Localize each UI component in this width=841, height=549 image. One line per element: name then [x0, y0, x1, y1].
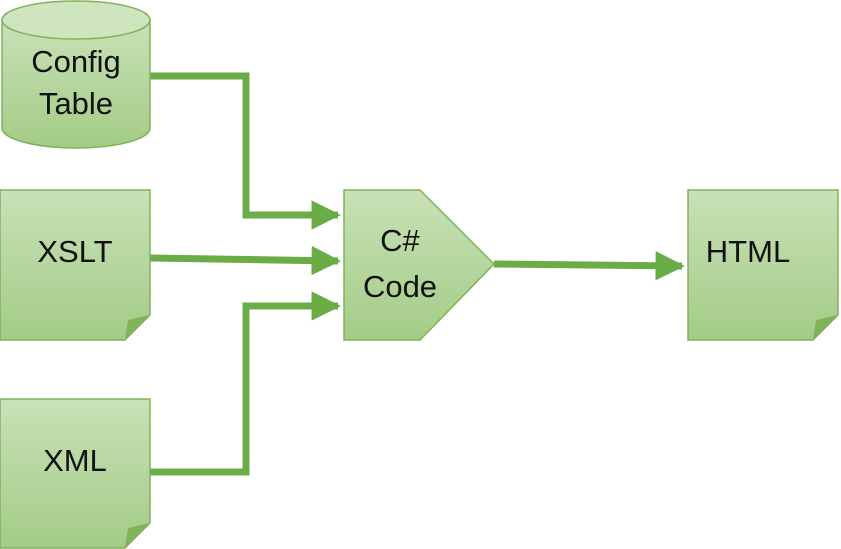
config-table-label-line1: Config	[31, 44, 121, 79]
config-table-label-line2: Table	[39, 86, 113, 121]
config-table-cylinder-top	[1, 0, 151, 40]
edge-code-to-html	[493, 251, 685, 281]
html-folded-corner	[813, 315, 838, 340]
csharp-code-label-line2: Code	[363, 269, 437, 304]
html-node: HTML	[687, 189, 839, 341]
config-table-cylinder-body	[1, 19, 151, 149]
xml-folded-corner	[125, 523, 150, 548]
csharp-code-node: C# Code	[343, 189, 496, 341]
edge-xslt-to-code	[149, 245, 341, 276]
xslt-label: XSLT	[37, 234, 112, 269]
csharp-code-pentagon	[343, 189, 496, 341]
xml-node: XML	[0, 398, 151, 549]
html-label: HTML	[706, 234, 790, 269]
xslt-folded-corner	[125, 315, 150, 340]
csharp-code-label-line1: C#	[380, 223, 420, 258]
config-table-node: Config Table	[1, 0, 151, 149]
xslt-node: XSLT	[0, 189, 151, 341]
connectors	[149, 72, 685, 476]
xml-label: XML	[43, 443, 107, 478]
edge-config-to-code	[150, 72, 341, 230]
edge-xml-to-code	[150, 291, 341, 476]
